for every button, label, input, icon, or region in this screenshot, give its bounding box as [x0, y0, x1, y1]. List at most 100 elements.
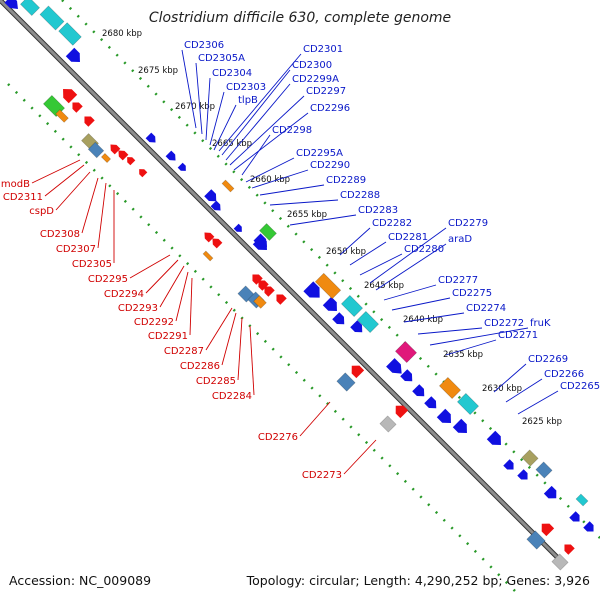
- reverse-gene-label: CD2286: [180, 361, 220, 372]
- forward-gene: [204, 189, 217, 202]
- forward-feature-block: [314, 272, 342, 300]
- forward-feature-block: [259, 223, 277, 241]
- forward-leader-line: [429, 327, 529, 346]
- forward-gene: [210, 200, 221, 211]
- forward-gene-label: CD2280: [404, 244, 444, 255]
- tick-label: 2635 kbp: [443, 350, 483, 360]
- forward-gene: [322, 296, 337, 311]
- forward-leader-line: [383, 284, 437, 301]
- forward-feature-block: [20, 0, 40, 16]
- reverse-gene: [72, 102, 83, 113]
- forward-gene-label: CD2303: [226, 82, 266, 93]
- tick-rail-inner: [7, 83, 521, 597]
- forward-gene: [503, 459, 514, 470]
- forward-leader-line: [221, 69, 291, 156]
- reverse-gene-label: CD2273: [302, 470, 342, 481]
- forward-gene: [233, 223, 242, 232]
- forward-gene-label: CD2269: [528, 354, 568, 365]
- forward-gene-label: CD2305A: [198, 53, 245, 64]
- reverse-gene: [252, 274, 263, 285]
- forward-gene: [517, 469, 528, 480]
- forward-gene: [165, 150, 176, 161]
- reverse-gene-label: CD2311: [3, 192, 43, 203]
- forward-gene-label: CD2300: [292, 60, 332, 71]
- forward-leader-line: [349, 241, 387, 266]
- forward-gene: [412, 384, 425, 397]
- reverse-leader-line: [31, 159, 81, 184]
- tick-label: 2645 kbp: [364, 281, 404, 291]
- forward-feature-block: [438, 376, 462, 400]
- forward-gene-label: CD2271: [498, 330, 538, 341]
- reverse-feature-block: [87, 141, 105, 159]
- forward-leader-line: [493, 363, 527, 393]
- reverse-gene-label: CD2305: [72, 259, 112, 270]
- forward-feature-block: [221, 179, 235, 193]
- reverse-leader-line: [343, 439, 377, 475]
- tick-label: 2640 kbp: [403, 315, 443, 325]
- forward-gene-label: CD2272: [484, 318, 524, 329]
- reverse-feature-block: [202, 250, 214, 262]
- tick-label: 2660 kbp: [250, 175, 290, 185]
- forward-gene-label: CD2306: [184, 40, 224, 51]
- forward-leader-line: [517, 390, 559, 415]
- forward-leader-line: [209, 91, 225, 146]
- forward-gene: [386, 358, 402, 374]
- forward-leader-line: [269, 199, 339, 206]
- reverse-gene: [212, 238, 223, 249]
- forward-leader-line: [195, 62, 203, 135]
- reverse-leader-line: [221, 312, 237, 366]
- forward-gene: [452, 418, 467, 433]
- reverse-leader-line: [299, 401, 331, 437]
- forward-gene-label: araD: [448, 234, 472, 245]
- forward-feature-block: [521, 449, 539, 467]
- reverse-feature-block: [379, 415, 397, 433]
- backbone: [0, 0, 562, 562]
- forward-gene: [303, 281, 320, 298]
- forward-leader-line: [289, 214, 357, 226]
- reverse-leader-line: [55, 171, 91, 211]
- forward-feature-block: [575, 493, 589, 507]
- forward-gene-label: CD2274: [466, 303, 506, 314]
- forward-gene-label: CD2296: [310, 103, 350, 114]
- reverse-feature-block: [526, 530, 546, 550]
- forward-leader-line: [417, 327, 483, 335]
- forward-leader-line: [225, 83, 291, 161]
- tick-label: 2650 kbp: [326, 247, 366, 257]
- forward-gene-label: CD2290: [310, 160, 350, 171]
- reverse-gene-label: CD2284: [212, 391, 252, 402]
- reverse-gene: [118, 150, 129, 161]
- reverse-feature-block: [100, 152, 112, 164]
- reverse-leader-line: [129, 254, 171, 279]
- forward-leader-line: [251, 169, 309, 189]
- forward-gene: [350, 320, 363, 333]
- tick-label: 2670 kbp: [175, 102, 215, 112]
- forward-leader-line: [213, 104, 237, 151]
- forward-gene: [4, 0, 18, 9]
- forward-leader-line: [375, 243, 447, 291]
- forward-leader-line: [359, 253, 403, 276]
- reverse-leader-line: [189, 277, 193, 336]
- reverse-gene: [351, 365, 365, 379]
- forward-feature-block: [456, 392, 480, 416]
- tick-label: 2630 kbp: [482, 384, 522, 394]
- forward-gene: [583, 521, 594, 532]
- reverse-leader-line: [205, 307, 233, 351]
- reverse-gene: [110, 144, 121, 155]
- forward-feature-block: [39, 5, 65, 31]
- forward-leader-line: [391, 297, 451, 311]
- reverse-gene: [541, 523, 555, 537]
- map-title: Clostridium difficile 630, complete geno…: [149, 10, 451, 26]
- reverse-gene-label: cspD: [29, 206, 54, 217]
- reverse-gene: [395, 405, 409, 419]
- forward-gene-label: CD2299A: [292, 74, 339, 85]
- forward-gene-label: CD2298: [272, 125, 312, 136]
- forward-gene-label: CD2265: [560, 381, 600, 392]
- forward-gene-label: CD2281: [388, 232, 428, 243]
- reverse-gene: [264, 286, 275, 297]
- forward-gene: [65, 47, 80, 62]
- reverse-leader-line: [81, 177, 99, 234]
- forward-leader-line: [205, 77, 211, 141]
- reverse-feature-block: [551, 553, 569, 571]
